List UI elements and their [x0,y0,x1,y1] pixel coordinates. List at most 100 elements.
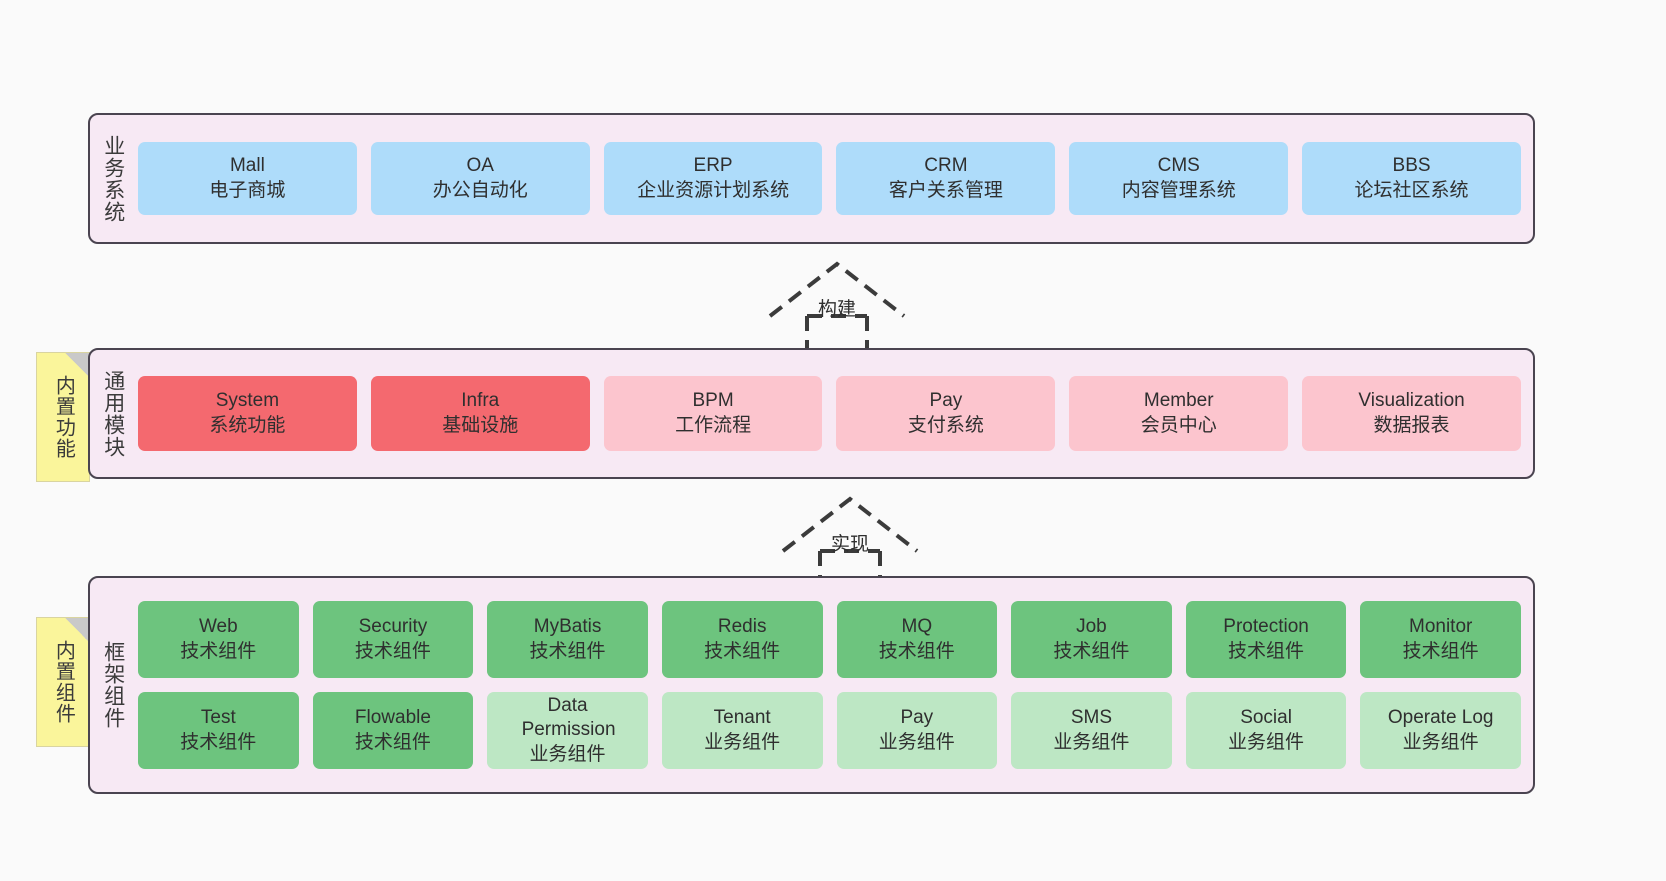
node-cms-cn: 内容管理系统 [1121,179,1236,201]
layer-body-business-system: Mall 电子商城 OA 办公自动化 ERP 企业资源计划系统 CRM 客户关系… [136,115,1533,242]
node-mq-cn: 技术组件 [878,640,955,662]
node-visualization-cn: 数据报表 [1373,414,1450,436]
node-erp[interactable]: ERP 企业资源计划系统 [603,142,823,215]
node-infra-en: Infra [461,390,500,412]
framework-row-business: Test 技术组件 Flowable 技术组件 Data Permission … [138,692,1521,769]
note-builtin-component: 内置组件 [36,617,90,747]
node-operate-log-cn: 业务组件 [1402,731,1479,753]
node-protection-en: Protection [1223,616,1309,638]
note-builtin-function: 内置功能 [36,352,90,482]
node-bpm-en: BPM [692,390,734,412]
connector-build-label: 构建 [817,299,856,320]
node-visualization[interactable]: Visualization 数据报表 [1302,376,1521,451]
node-pay-module[interactable]: Pay 支付系统 [836,376,1056,451]
node-pay-component-cn: 业务组件 [878,731,955,753]
node-flowable[interactable]: Flowable 技术组件 [312,692,474,769]
node-bbs-cn: 论坛社区系统 [1354,179,1469,201]
layer-body-framework-component: Web 技术组件 Security 技术组件 MyBatis 技术组件 Redi… [136,578,1533,792]
node-mybatis[interactable]: MyBatis 技术组件 [487,601,648,678]
node-oa[interactable]: OA 办公自动化 [370,142,590,215]
node-monitor[interactable]: Monitor 技术组件 [1360,601,1521,678]
node-redis[interactable]: Redis 技术组件 [661,601,823,678]
node-data-permission[interactable]: Data Permission 业务组件 [487,692,648,769]
node-monitor-en: Monitor [1409,616,1473,638]
layer-title-business-system: 业务系统 [101,134,125,223]
node-sms-en: SMS [1070,707,1113,729]
node-mq[interactable]: MQ 技术组件 [836,601,998,678]
node-monitor-cn: 技术组件 [1402,640,1479,662]
note-fold-corner [65,353,89,377]
node-protection-cn: 技术组件 [1228,640,1305,662]
node-test-en: Test [200,707,236,729]
node-flowable-cn: 技术组件 [354,731,431,753]
node-crm[interactable]: CRM 客户关系管理 [836,142,1056,215]
node-web-cn: 技术组件 [180,640,257,662]
note-builtin-component-label: 内置组件 [52,640,75,724]
node-data-permission-cn: 业务组件 [529,743,606,765]
node-mq-en: MQ [901,616,933,638]
node-job-cn: 技术组件 [1053,640,1130,662]
node-cms[interactable]: CMS 内容管理系统 [1069,142,1289,215]
node-member-cn: 会员中心 [1140,414,1217,436]
note-builtin-function-label: 内置功能 [52,375,75,459]
node-bbs-en: BBS [1392,155,1431,177]
node-operate-log-en: Operate Log [1387,707,1494,729]
layer-title-common-module: 通用模块 [101,369,125,458]
node-tenant-cn: 业务组件 [704,731,781,753]
node-social[interactable]: Social 业务组件 [1185,692,1347,769]
node-sms[interactable]: SMS 业务组件 [1011,692,1172,769]
node-social-cn: 业务组件 [1228,731,1305,753]
node-redis-cn: 技术组件 [704,640,781,662]
node-redis-en: Redis [717,616,767,638]
layer-framework-component: 框架组件 Web 技术组件 Security 技术组件 MyBatis 技术组件… [88,576,1535,794]
node-web[interactable]: Web 技术组件 [138,601,299,678]
node-infra[interactable]: Infra 基础设施 [370,376,590,451]
node-data-permission-en: Data Permission [521,695,616,741]
node-security-cn: 技术组件 [354,640,431,662]
node-sms-cn: 业务组件 [1053,731,1130,753]
node-job[interactable]: Job 技术组件 [1011,601,1172,678]
node-bpm[interactable]: BPM 工作流程 [603,376,823,451]
node-tenant[interactable]: Tenant 业务组件 [661,692,823,769]
node-mall-cn: 电子商城 [209,179,286,201]
node-oa-cn: 办公自动化 [432,179,528,201]
node-tenant-en: Tenant [713,707,771,729]
node-pay-component[interactable]: Pay 业务组件 [836,692,998,769]
node-bpm-cn: 工作流程 [675,414,752,436]
node-member-en: Member [1143,390,1214,412]
node-crm-en: CRM [924,155,968,177]
node-protection[interactable]: Protection 技术组件 [1185,601,1347,678]
node-visualization-en: Visualization [1358,390,1465,412]
node-test[interactable]: Test 技术组件 [138,692,299,769]
node-oa-en: OA [466,155,494,177]
layer-title-framework-component: 框架组件 [101,641,125,729]
framework-row-technical: Web 技术组件 Security 技术组件 MyBatis 技术组件 Redi… [138,601,1521,678]
node-web-en: Web [198,616,238,638]
node-mybatis-en: MyBatis [533,616,602,638]
layer-body-common-module: System 系统功能 Infra 基础设施 BPM 工作流程 Pay 支付系统… [136,350,1533,477]
node-system[interactable]: System 系统功能 [138,376,357,451]
node-system-en: System [215,390,280,412]
node-cms-en: CMS [1157,155,1200,177]
node-bbs[interactable]: BBS 论坛社区系统 [1302,142,1521,215]
node-job-en: Job [1076,616,1107,638]
node-pay-module-en: Pay [929,390,963,412]
node-mall-en: Mall [229,155,265,177]
node-security-en: Security [358,616,428,638]
node-social-en: Social [1240,707,1292,729]
node-mall[interactable]: Mall 电子商城 [138,142,357,215]
note-fold-corner [65,618,89,642]
node-operate-log[interactable]: Operate Log 业务组件 [1360,692,1521,769]
node-crm-cn: 客户关系管理 [888,179,1003,201]
node-system-cn: 系统功能 [209,414,286,436]
node-security[interactable]: Security 技术组件 [312,601,474,678]
node-pay-module-cn: 支付系统 [907,414,984,436]
node-pay-component-en: Pay [900,707,934,729]
node-flowable-en: Flowable [354,707,431,729]
node-mybatis-cn: 技术组件 [529,640,606,662]
connector-implement: 实现 [775,491,925,585]
layer-common-module: 通用模块 System 系统功能 Infra 基础设施 BPM 工作流程 Pay… [88,348,1535,479]
node-infra-cn: 基础设施 [442,414,519,436]
node-member[interactable]: Member 会员中心 [1069,376,1289,451]
